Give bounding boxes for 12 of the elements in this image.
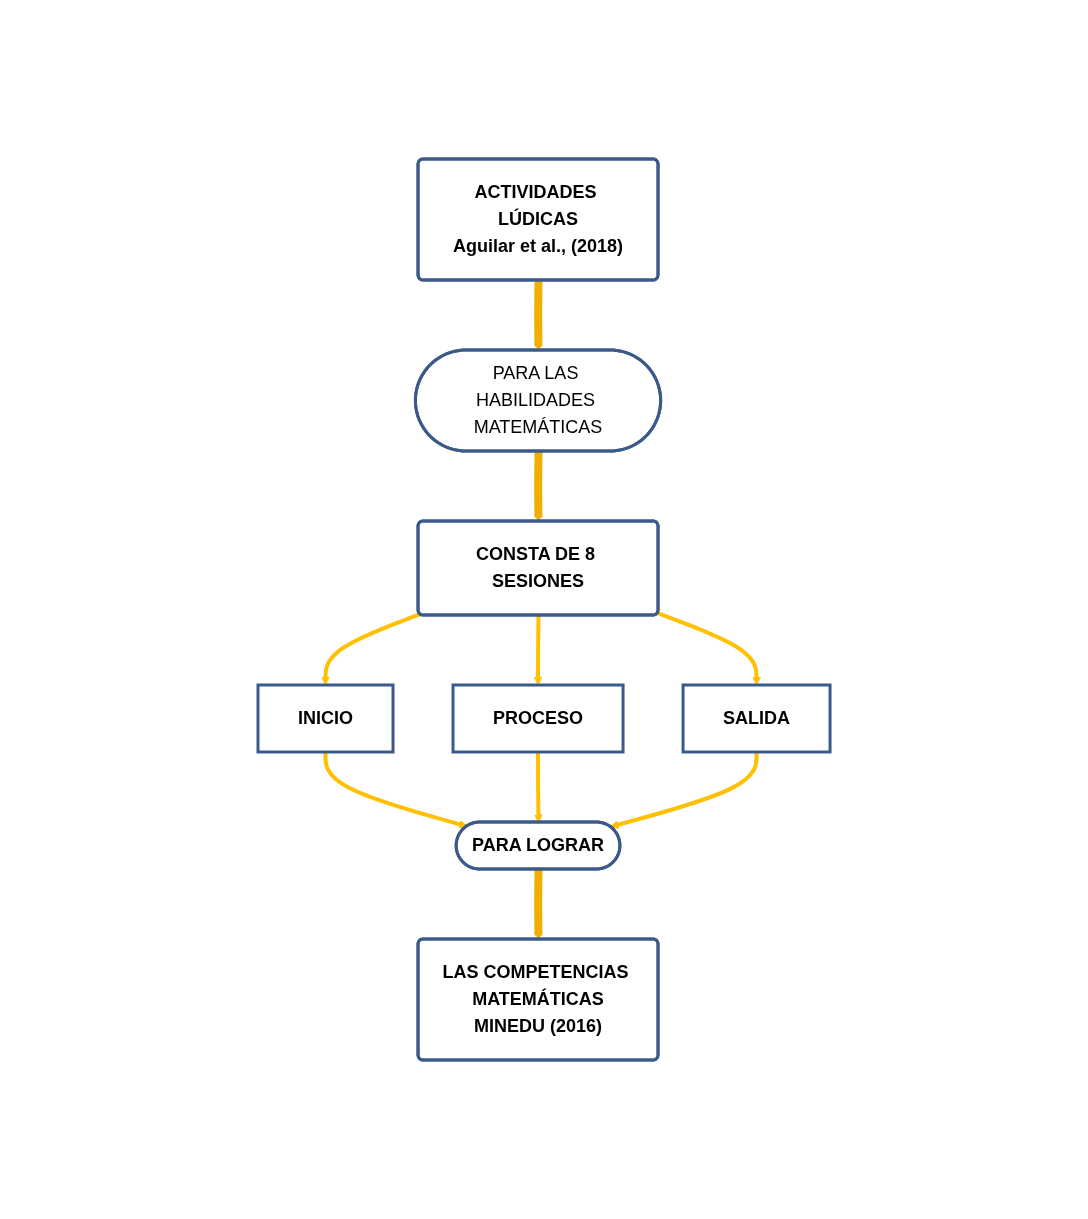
node-box: INICIO [256,683,395,754]
arrow [321,612,421,686]
arrow [534,869,543,940]
arrow [534,451,543,522]
arrow [323,752,468,829]
arrow [657,611,761,686]
arrow [534,280,543,351]
node-box: PROCESO [451,683,625,754]
arrow [533,615,543,686]
arrow [534,752,543,823]
arrow [609,752,759,829]
node-box: SALIDA [681,683,832,754]
